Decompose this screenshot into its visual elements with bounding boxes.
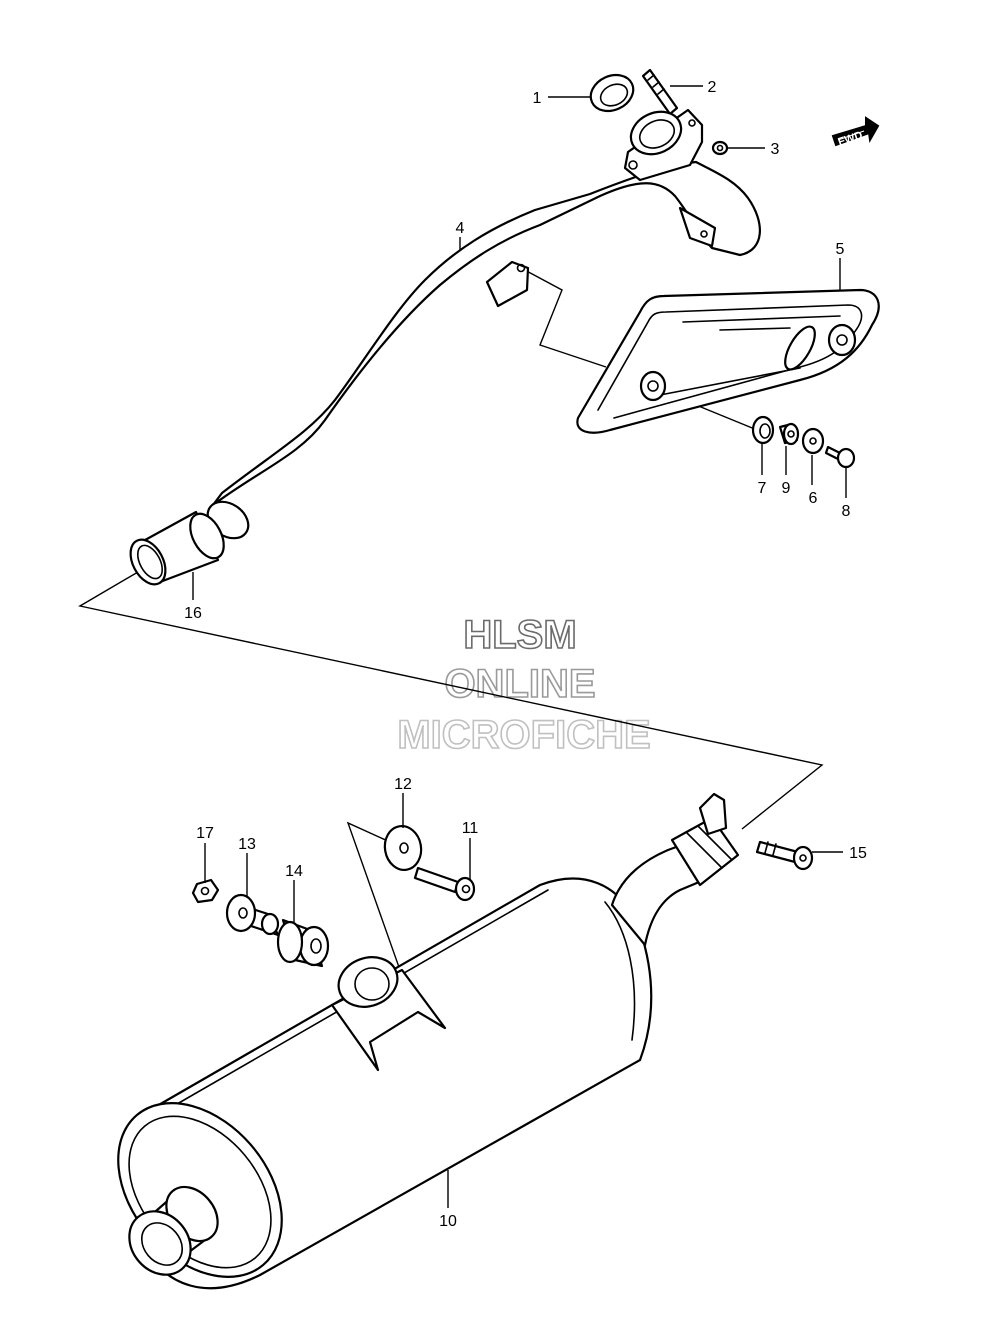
watermark: HLSM ONLINE MICROFICHE: [397, 612, 652, 758]
part-exhaust-pipe[interactable]: [201, 104, 761, 546]
callout-leaders: [192, 85, 847, 1208]
callout-12: 12: [394, 776, 412, 793]
callout-4: 4: [456, 220, 465, 237]
callout-1: 1: [533, 90, 542, 107]
callout-13: 13: [238, 836, 256, 853]
part-bolt-15[interactable]: [755, 840, 814, 871]
part-collar-13[interactable]: [225, 893, 280, 937]
callout-labels: 1 2 3 4 5 6 7 8 9 10 11 12 13 14 15 16 1…: [184, 79, 867, 1230]
callout-7: 7: [758, 480, 767, 497]
fwd-text: FWD: [837, 129, 865, 148]
callout-5: 5: [836, 241, 845, 258]
forward-arrow-highlight: [837, 130, 865, 141]
callout-14: 14: [285, 863, 303, 880]
part-screw-8[interactable]: [824, 445, 856, 469]
guide-line-pipe-to-muffler: [78, 571, 824, 830]
part-flange-nut[interactable]: [711, 140, 729, 156]
part-washer-12[interactable]: [381, 823, 424, 873]
part-exhaust-gasket[interactable]: [585, 68, 639, 117]
part-nut-17[interactable]: [191, 878, 220, 904]
fwd-badge: FWD: [831, 116, 880, 149]
callout-15: 15: [849, 845, 867, 862]
callout-3: 3: [771, 141, 780, 158]
part-rubber-cushion[interactable]: [276, 918, 330, 968]
part-washer-6[interactable]: [801, 427, 825, 455]
part-cushion-9[interactable]: [778, 422, 800, 446]
guide-line-heat-shield: [520, 267, 607, 368]
guide-line-mount-bracket: [346, 821, 413, 1005]
callout-8: 8: [842, 503, 851, 520]
part-muffler[interactable]: [85, 792, 740, 1309]
callout-17: 17: [196, 825, 214, 842]
part-stud-bolt[interactable]: [641, 68, 679, 116]
callout-9: 9: [782, 480, 791, 497]
callout-16: 16: [184, 605, 202, 622]
part-connector-sleeve[interactable]: [123, 508, 230, 590]
callout-10: 10: [439, 1213, 457, 1230]
watermark-line-1: HLSM: [463, 613, 576, 657]
part-collar-7[interactable]: [751, 415, 775, 445]
callout-6: 6: [809, 490, 818, 507]
part-heat-shield[interactable]: [576, 288, 880, 434]
watermark-line-2: ONLINE: [444, 662, 595, 706]
callout-11: 11: [462, 820, 479, 837]
callout-2: 2: [708, 79, 717, 96]
part-bolt-11[interactable]: [413, 866, 476, 902]
